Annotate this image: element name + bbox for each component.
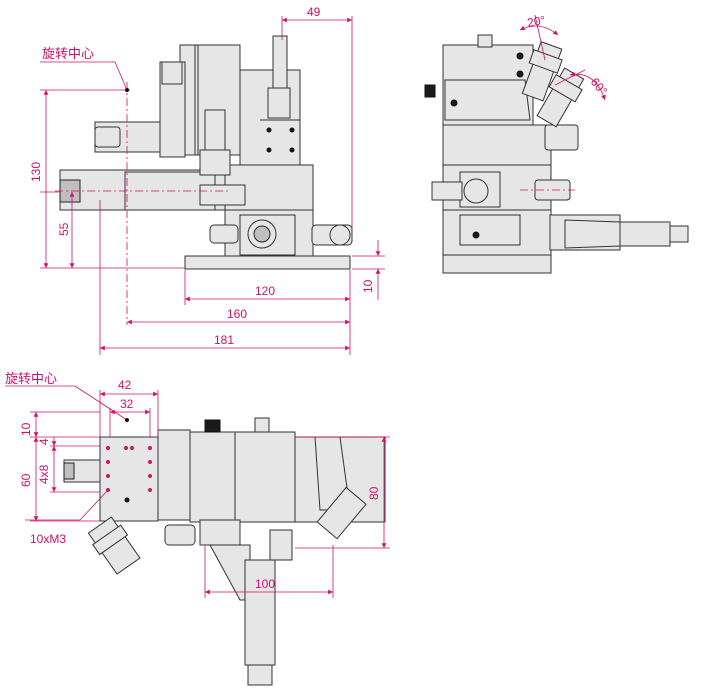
dim-4x8: 4x8 (37, 464, 51, 484)
front-view (59, 35, 353, 270)
dim-100: 100 (255, 577, 275, 591)
holes-label: 10xM3 (30, 532, 66, 546)
dim-55: 55 (57, 222, 71, 236)
dim-60: 60 (19, 473, 33, 487)
dim-120: 120 (255, 284, 275, 298)
top-view (63, 417, 386, 686)
side-view-dimensions (519, 14, 606, 191)
dim-130: 130 (29, 162, 43, 182)
dim-49: 49 (307, 5, 321, 19)
dim-80: 80 (367, 486, 381, 500)
dim-32: 32 (120, 397, 134, 411)
dim-10-base: 10 (361, 279, 375, 293)
dim-10-top: 10 (19, 422, 33, 436)
dim-181: 181 (214, 333, 234, 347)
dim-160: 160 (227, 307, 247, 321)
dim-20-deg: 20° (526, 13, 547, 30)
front-view-dimensions (40, 16, 385, 355)
side-view (424, 34, 689, 274)
rotation-center-label-2: 旋转中心 (5, 372, 57, 387)
dim-42: 42 (118, 378, 132, 392)
dim-4: 4 (37, 438, 51, 445)
rotation-center-label: 旋转中心 (42, 47, 94, 62)
top-view-dimensions (5, 385, 390, 598)
